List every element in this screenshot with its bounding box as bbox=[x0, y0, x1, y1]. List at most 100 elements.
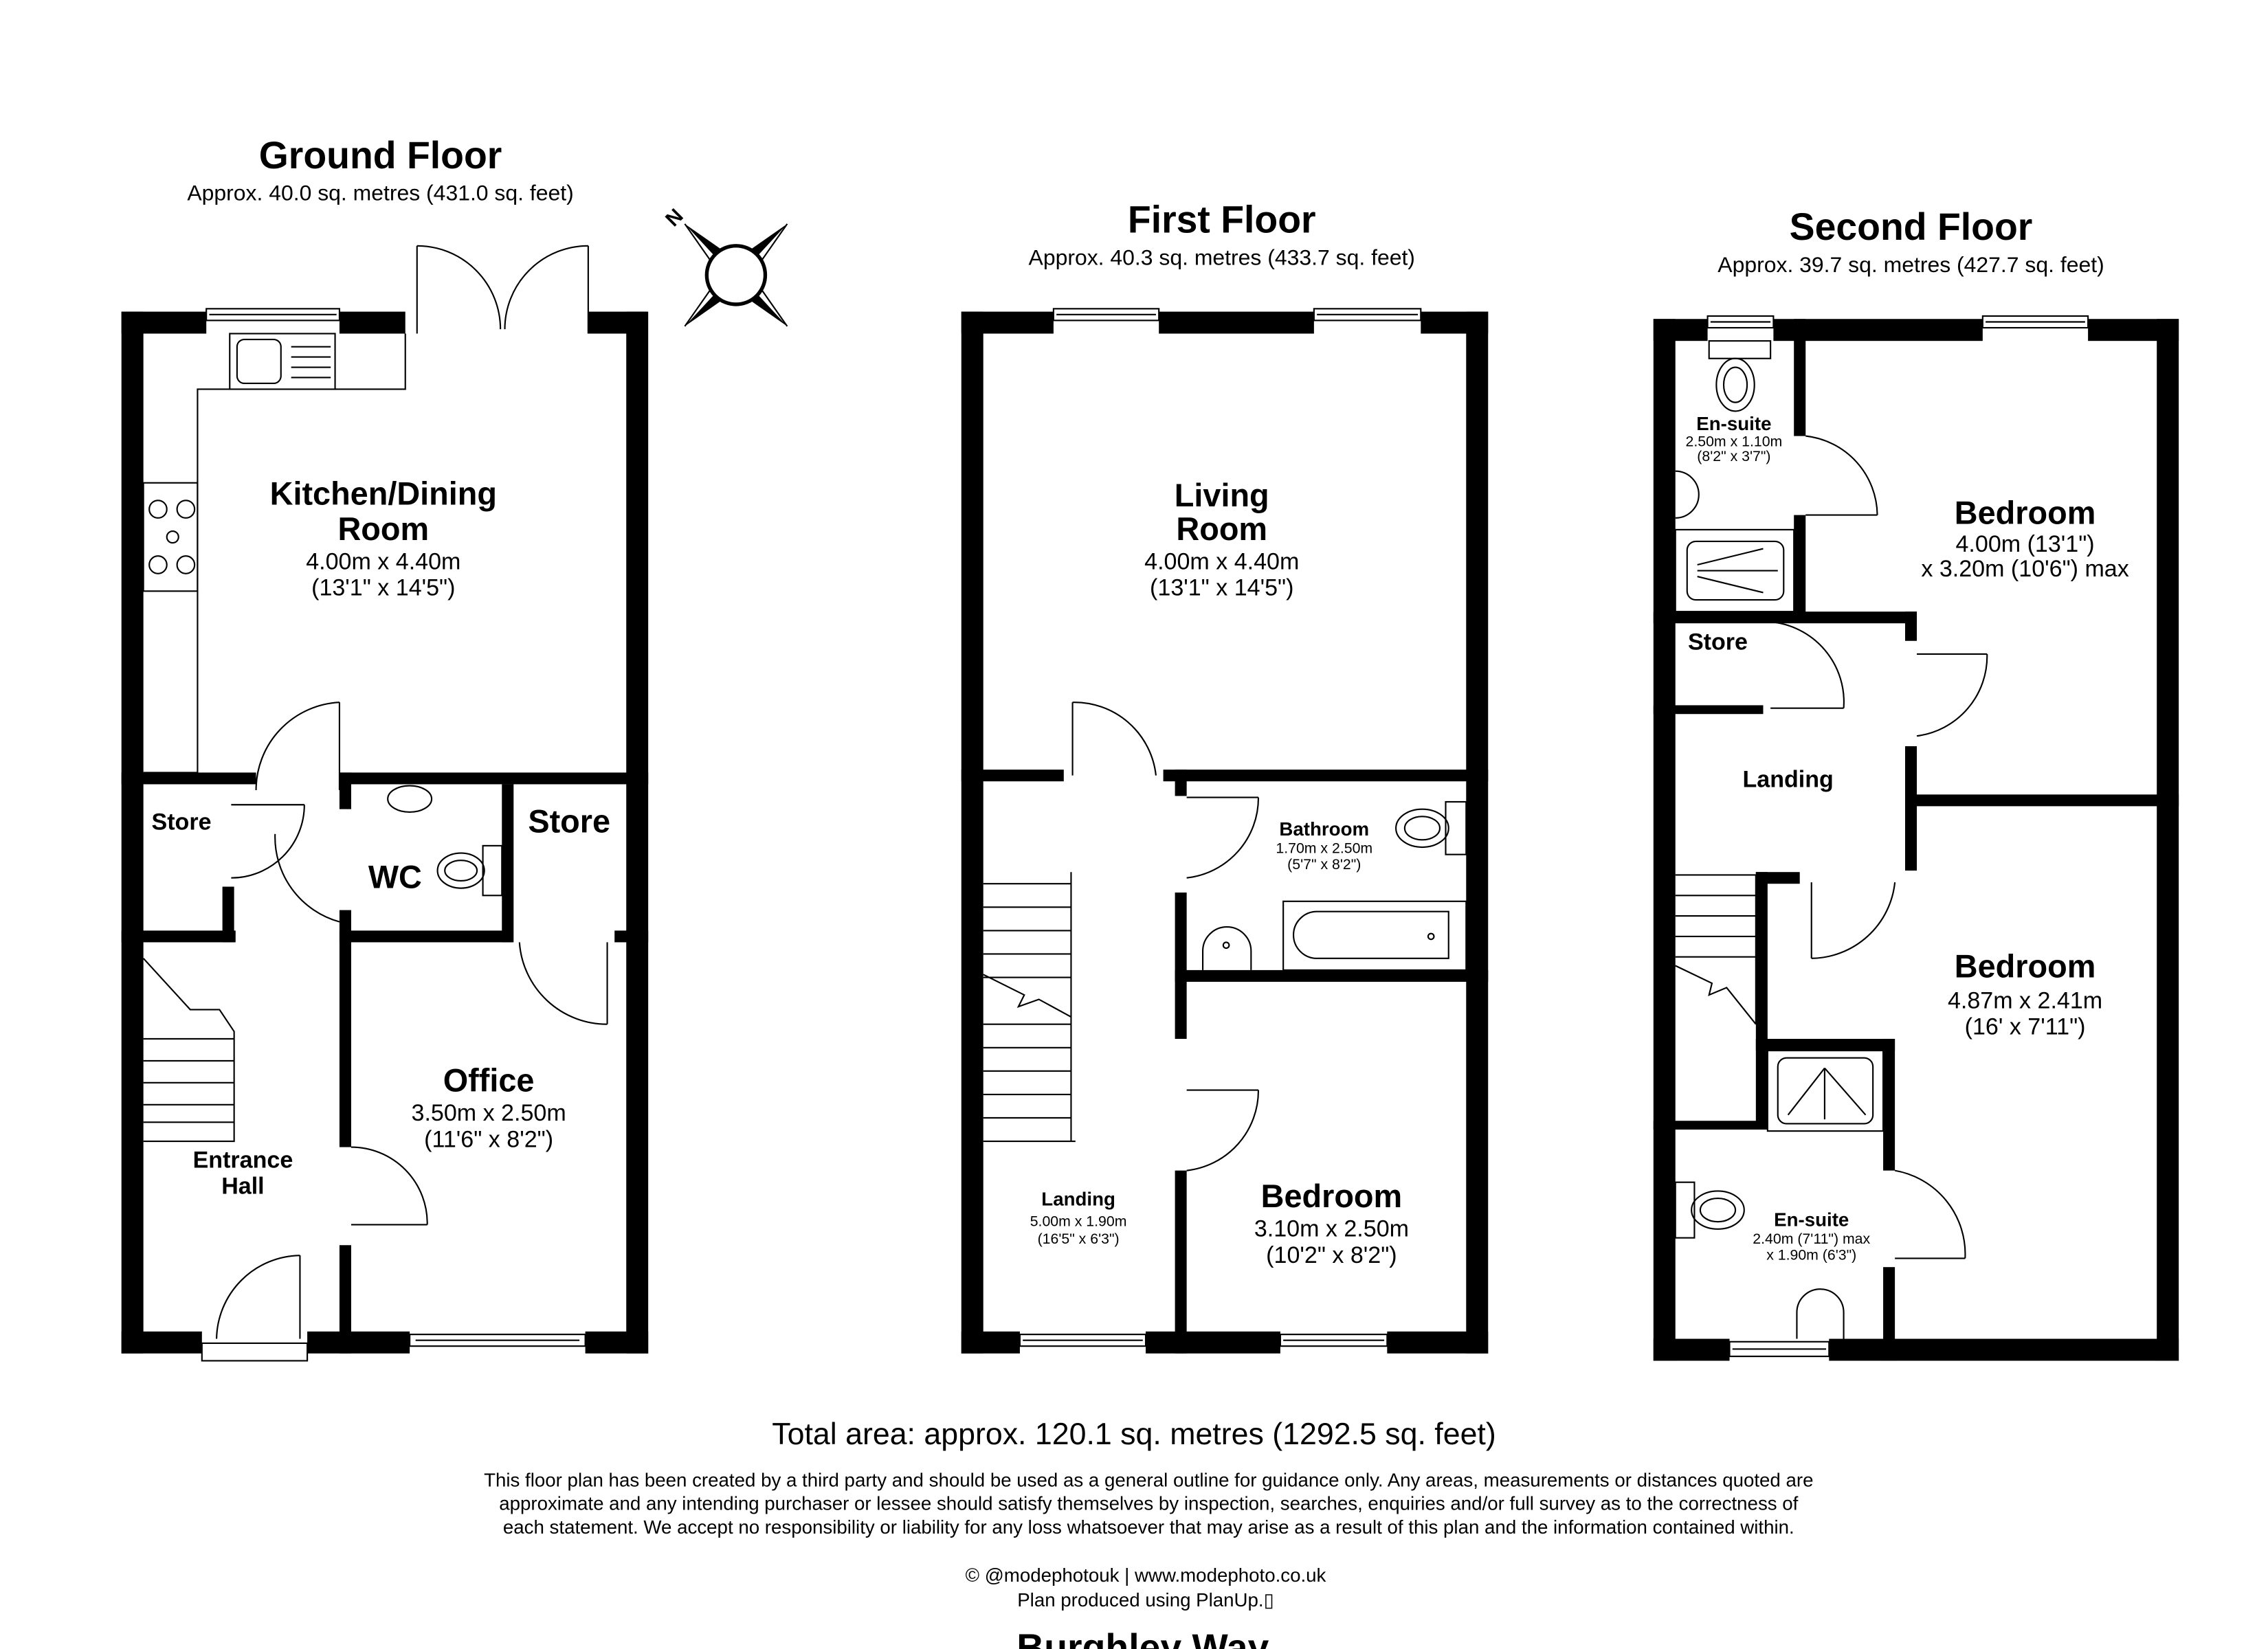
wall bbox=[1883, 1038, 1895, 1171]
first-floor-title: First Floor bbox=[1128, 199, 1316, 241]
room-dimensions: 4.00m x 4.40m bbox=[1144, 548, 1299, 574]
wall bbox=[1755, 872, 1768, 1128]
room-dimensions: 2.40m (7'11") max bbox=[1753, 1231, 1870, 1247]
shower-tray-icon bbox=[1674, 528, 1795, 613]
wall bbox=[1653, 1121, 1768, 1130]
room-dimensions-imperial: (11'6" x 8'2") bbox=[424, 1127, 553, 1153]
wall bbox=[502, 784, 514, 943]
wall bbox=[1905, 794, 2179, 807]
room-name: Bedroom bbox=[1261, 1178, 1403, 1214]
wall bbox=[1163, 770, 1489, 782]
first-floor: First Floor Approx. 40.3 sq. metres (433… bbox=[961, 199, 1489, 1354]
room-name: Bedroom bbox=[1955, 495, 2096, 530]
wall bbox=[1466, 311, 1489, 1354]
wall bbox=[961, 770, 1064, 782]
wall bbox=[961, 1331, 1020, 1354]
wall bbox=[1905, 746, 1917, 871]
ground-floor-title: Ground Floor bbox=[259, 134, 502, 177]
credit: © @modephotouk | www.modephoto.co.uk bbox=[966, 1564, 1326, 1586]
wall bbox=[2157, 319, 2179, 1361]
wall bbox=[1773, 319, 1983, 341]
room-name: Bedroom bbox=[1955, 949, 2096, 985]
door bbox=[1071, 702, 1157, 776]
room-name: Office bbox=[443, 1063, 535, 1099]
wall bbox=[121, 930, 236, 943]
wall bbox=[626, 311, 649, 1354]
wall bbox=[1829, 1338, 2179, 1361]
sink-icon bbox=[229, 333, 336, 390]
basin-icon bbox=[1202, 926, 1252, 970]
disclaimer-line: each statement. We accept no responsibil… bbox=[503, 1516, 1794, 1538]
room-dimensions: 4.87m x 2.41m bbox=[1948, 987, 2102, 1013]
disclaimer-line: This floor plan has been created by a th… bbox=[484, 1470, 1813, 1491]
toilet-icon bbox=[436, 844, 503, 897]
wall bbox=[121, 772, 256, 785]
wall bbox=[1794, 515, 1806, 620]
wall bbox=[585, 1331, 649, 1354]
room-dimensions: x 1.90m (6'3") bbox=[1766, 1247, 1856, 1264]
wall bbox=[1159, 311, 1314, 334]
window bbox=[1706, 315, 1775, 329]
window bbox=[1279, 1334, 1388, 1347]
door bbox=[518, 942, 608, 1025]
wall bbox=[961, 311, 983, 1354]
room-name: Hall bbox=[221, 1174, 264, 1200]
room-dimensions: 3.10m x 2.50m bbox=[1254, 1215, 1409, 1242]
door bbox=[1810, 882, 1896, 959]
wall bbox=[121, 311, 144, 1354]
wall bbox=[339, 930, 513, 943]
door bbox=[1186, 1089, 1260, 1171]
door bbox=[1770, 620, 1845, 709]
wall bbox=[1175, 770, 1187, 796]
wall bbox=[1146, 1331, 1280, 1354]
basin-icon bbox=[1675, 470, 1700, 519]
second-floor-title: Second Floor bbox=[1790, 205, 2033, 248]
wall bbox=[614, 930, 649, 943]
compass-rose-icon: N bbox=[661, 205, 788, 327]
wall bbox=[1883, 1267, 1895, 1361]
room-dimensions: 4.00m (13'1") bbox=[1956, 531, 2095, 557]
disclaimer-line: approximate and any intending purchaser … bbox=[499, 1493, 1798, 1514]
room-dimensions: 4.00m x 4.40m bbox=[306, 548, 460, 574]
produced-by: Plan produced using PlanUp.▯ bbox=[1017, 1589, 1274, 1611]
room-dimensions: 5.00m x 1.90m bbox=[1030, 1213, 1127, 1230]
room-name: En-suite bbox=[1696, 413, 1771, 434]
room-dimensions: x 3.20m (10'6") max bbox=[1921, 556, 2128, 582]
wall bbox=[1794, 319, 1806, 436]
room-dimensions-imperial: (8'2" x 3'7") bbox=[1697, 448, 1770, 464]
window bbox=[1313, 308, 1422, 322]
wall bbox=[1175, 969, 1489, 982]
window bbox=[409, 1334, 586, 1347]
door bbox=[231, 804, 305, 879]
window bbox=[1728, 1340, 1830, 1358]
wall bbox=[1653, 612, 1917, 624]
door bbox=[1805, 435, 1878, 516]
footer: Total area: approx. 120.1 sq. metres (12… bbox=[484, 1417, 1813, 1649]
wall bbox=[1175, 1170, 1187, 1354]
wall bbox=[339, 311, 405, 334]
stairs bbox=[983, 872, 1076, 1143]
room-name: Store bbox=[1688, 629, 1748, 655]
wall bbox=[1653, 705, 1764, 715]
room-dimensions-imperial: (16'5" x 6'3") bbox=[1038, 1231, 1120, 1247]
wall bbox=[339, 772, 649, 785]
room-dimensions: 3.50m x 2.50m bbox=[412, 1100, 566, 1126]
room-dimensions: 2.50m x 1.10m bbox=[1686, 434, 1783, 450]
wall bbox=[1653, 1338, 1730, 1361]
stairs bbox=[1675, 874, 1757, 1025]
basin-icon bbox=[1796, 1288, 1845, 1339]
ground-floor: Ground Floor Approx. 40.0 sq. metres (43… bbox=[121, 134, 649, 1362]
front-door bbox=[201, 1255, 309, 1362]
window bbox=[1981, 315, 2089, 329]
compass-north-label: N bbox=[661, 205, 688, 232]
shower-tray-icon bbox=[1766, 1049, 1885, 1132]
door bbox=[1186, 796, 1260, 879]
wall bbox=[1387, 1331, 1489, 1354]
room-dimensions-imperial: (10'2" x 8'2") bbox=[1266, 1242, 1397, 1268]
room-name: WC bbox=[368, 860, 422, 895]
hob-icon bbox=[142, 482, 199, 592]
wall bbox=[1175, 893, 1187, 1039]
wall bbox=[1905, 612, 1917, 641]
room-name: Bathroom bbox=[1279, 818, 1369, 840]
